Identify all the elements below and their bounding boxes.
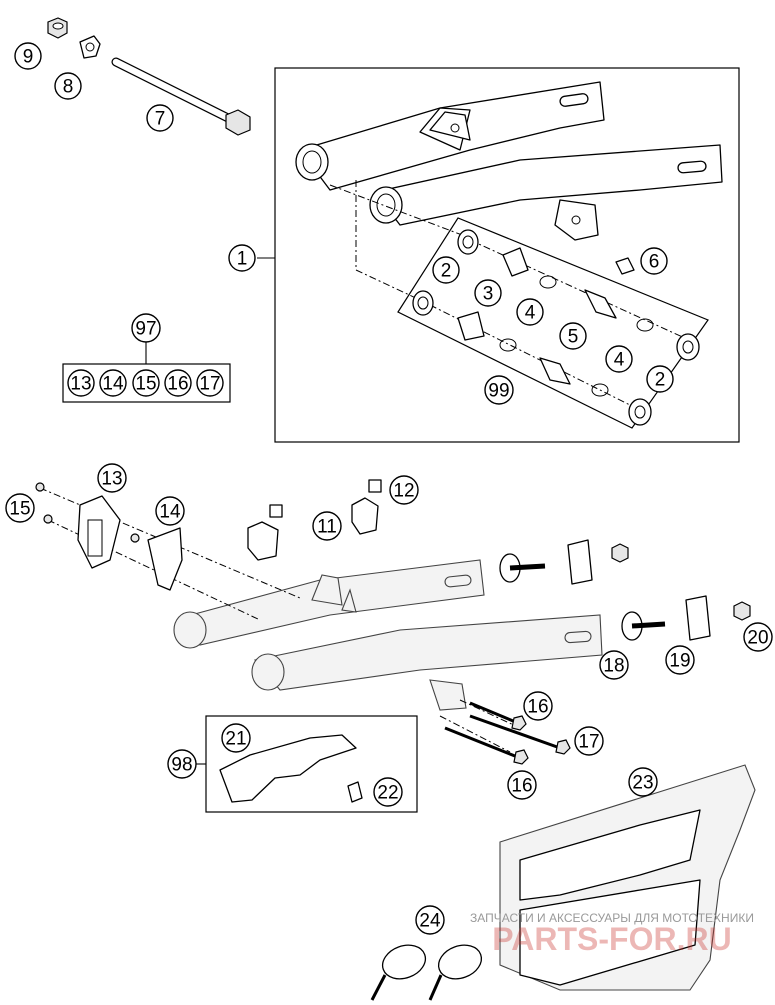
svg-text:4: 4 [525,303,536,324]
callout-7: 7 [146,104,174,132]
callout-19: 19 [665,645,695,675]
callout-3: 3 [474,279,502,307]
callout-15: 15 [5,493,35,523]
svg-text:99: 99 [488,381,509,402]
assembly-frame [274,67,740,443]
spacer-part-18 [499,553,666,641]
svg-text:17: 17 [578,732,599,753]
callout-18: 18 [599,650,629,680]
svg-text:8: 8 [63,77,74,98]
bracket-part-14 [147,527,183,591]
callout-97: 97 [131,313,161,343]
callout-20: 20 [743,622,773,652]
callout-14: 14 [155,496,185,526]
callout-13: 13 [97,463,127,493]
svg-text:13: 13 [101,469,122,490]
svg-text:11: 11 [317,517,337,538]
swingarm-middle-drawing [173,559,603,711]
small-screws-15 [35,482,140,543]
svg-text:2: 2 [441,261,452,282]
callout-24: 24 [415,905,445,935]
svg-text:20: 20 [747,628,768,649]
svg-text:14: 14 [159,502,181,523]
callout-12: 12 [389,475,419,505]
kit-item-16: 16 [164,369,192,397]
small-bolt-part-6 [615,257,635,275]
svg-text:1: 1 [237,249,248,270]
svg-text:4: 4 [614,350,625,371]
svg-text:6: 6 [649,252,660,273]
svg-text:5: 5 [568,327,579,348]
callout-11: 11 [312,511,342,541]
bearing-kit-frame [397,217,709,429]
callout-4b: 4 [605,345,633,373]
callout-22: 22 [373,777,403,807]
svg-text:2: 2 [655,370,666,391]
svg-text:16: 16 [511,776,532,797]
plate-part-19 [567,539,711,641]
kit-item-13: 13 [67,369,95,397]
svg-text:97: 97 [135,319,156,340]
watermark-brand: PARTS-FOR.RU [492,921,731,957]
watermark-tagline: ЗАПЧАСТИ И АКСЕССУАРЫ ДЛЯ МОТОТЕХНИКИ [470,911,754,925]
callout-98: 98 [167,749,197,779]
nut-part-20 [611,543,751,621]
nut-part-9 [47,17,68,39]
kit-item-15: 15 [132,369,160,397]
kit-item-17: 17 [196,369,224,397]
callout-2b: 2 [646,365,674,393]
callout-4a: 4 [516,298,544,326]
chain-guide-part-13 [77,495,121,569]
chain-slider-part-21 [219,734,357,803]
svg-text:23: 23 [632,773,653,794]
svg-text:98: 98 [171,755,192,776]
svg-text:7: 7 [155,109,166,130]
bearing-kit-parts [412,229,700,426]
svg-text:3: 3 [483,284,494,305]
screw-part-22 [347,781,363,803]
svg-text:24: 24 [419,911,441,932]
svg-text:19: 19 [669,651,690,672]
callout-9: 9 [14,42,42,70]
svg-text:16: 16 [167,374,188,395]
callout-8: 8 [54,72,82,100]
svg-text:16: 16 [527,697,548,718]
callout-17: 17 [574,726,604,756]
callout-6: 6 [640,247,668,275]
svg-text:18: 18 [603,656,624,677]
svg-text:15: 15 [135,374,156,395]
chain-guard-part-23 [499,764,756,991]
callout-16b: 16 [507,770,537,800]
svg-text:13: 13 [70,374,91,395]
callout-5: 5 [559,322,587,350]
kit-item-14: 14 [99,369,127,397]
callout-1: 1 [228,244,256,272]
washer-part-8 [79,35,101,59]
cable-tie-part-24 [370,944,483,1001]
callout-99: 99 [484,375,514,405]
svg-text:15: 15 [9,499,30,520]
svg-text:17: 17 [199,374,220,395]
callout-2a: 2 [432,256,460,284]
screw-part-12 [269,479,382,518]
svg-text:9: 9 [23,47,34,68]
svg-text:22: 22 [377,783,398,804]
swingarm-top-drawing [295,81,723,241]
svg-text:14: 14 [102,374,124,395]
svg-text:21: 21 [225,729,246,750]
callout-21: 21 [221,723,251,753]
callout-16a: 16 [523,691,553,721]
callout-23: 23 [628,767,658,797]
clip-part-11 [247,497,379,561]
bolts-part-16-17 [444,701,571,765]
axle-bolt-part-7 [111,57,251,136]
svg-text:12: 12 [393,481,414,502]
